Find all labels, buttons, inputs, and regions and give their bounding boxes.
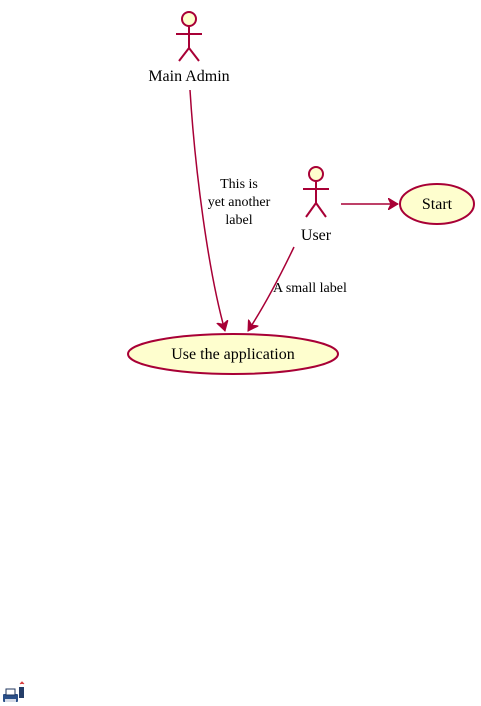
actor-main-admin: Main Admin — [148, 11, 230, 85]
edge-user-to-use-app: A small label — [247, 246, 347, 331]
actor-label-user: User — [301, 227, 332, 244]
edge-label-line-2: yet another — [208, 195, 271, 210]
usecase-label-start: Start — [422, 196, 453, 213]
edge-label-line-3: label — [225, 213, 252, 228]
actor-user: User — [301, 166, 332, 244]
usecase-label-use-app: Use the application — [171, 346, 295, 363]
usecase-start: Start — [399, 183, 475, 225]
edge-label-line-1: A small label — [273, 281, 347, 296]
actor-label-main-admin: Main Admin — [148, 68, 229, 85]
actor-leg-right — [315, 202, 327, 218]
actor-leg-left — [178, 47, 190, 62]
actor-head — [308, 166, 324, 182]
print-icon[interactable] — [3, 681, 25, 702]
actor-head — [181, 11, 197, 27]
edge-line — [247, 246, 295, 331]
actor-leg-left — [305, 202, 317, 218]
usecase-start-ellipse — [399, 183, 475, 225]
usecase-use-app-ellipse — [127, 333, 339, 375]
edge-label-line-1: This is — [220, 177, 258, 192]
edge-main-admin-to-use-app: This is yet another label — [189, 89, 271, 331]
usecase-use-the-application: Use the application — [127, 333, 339, 375]
actor-leg-right — [188, 47, 200, 62]
edge-line — [189, 89, 225, 331]
